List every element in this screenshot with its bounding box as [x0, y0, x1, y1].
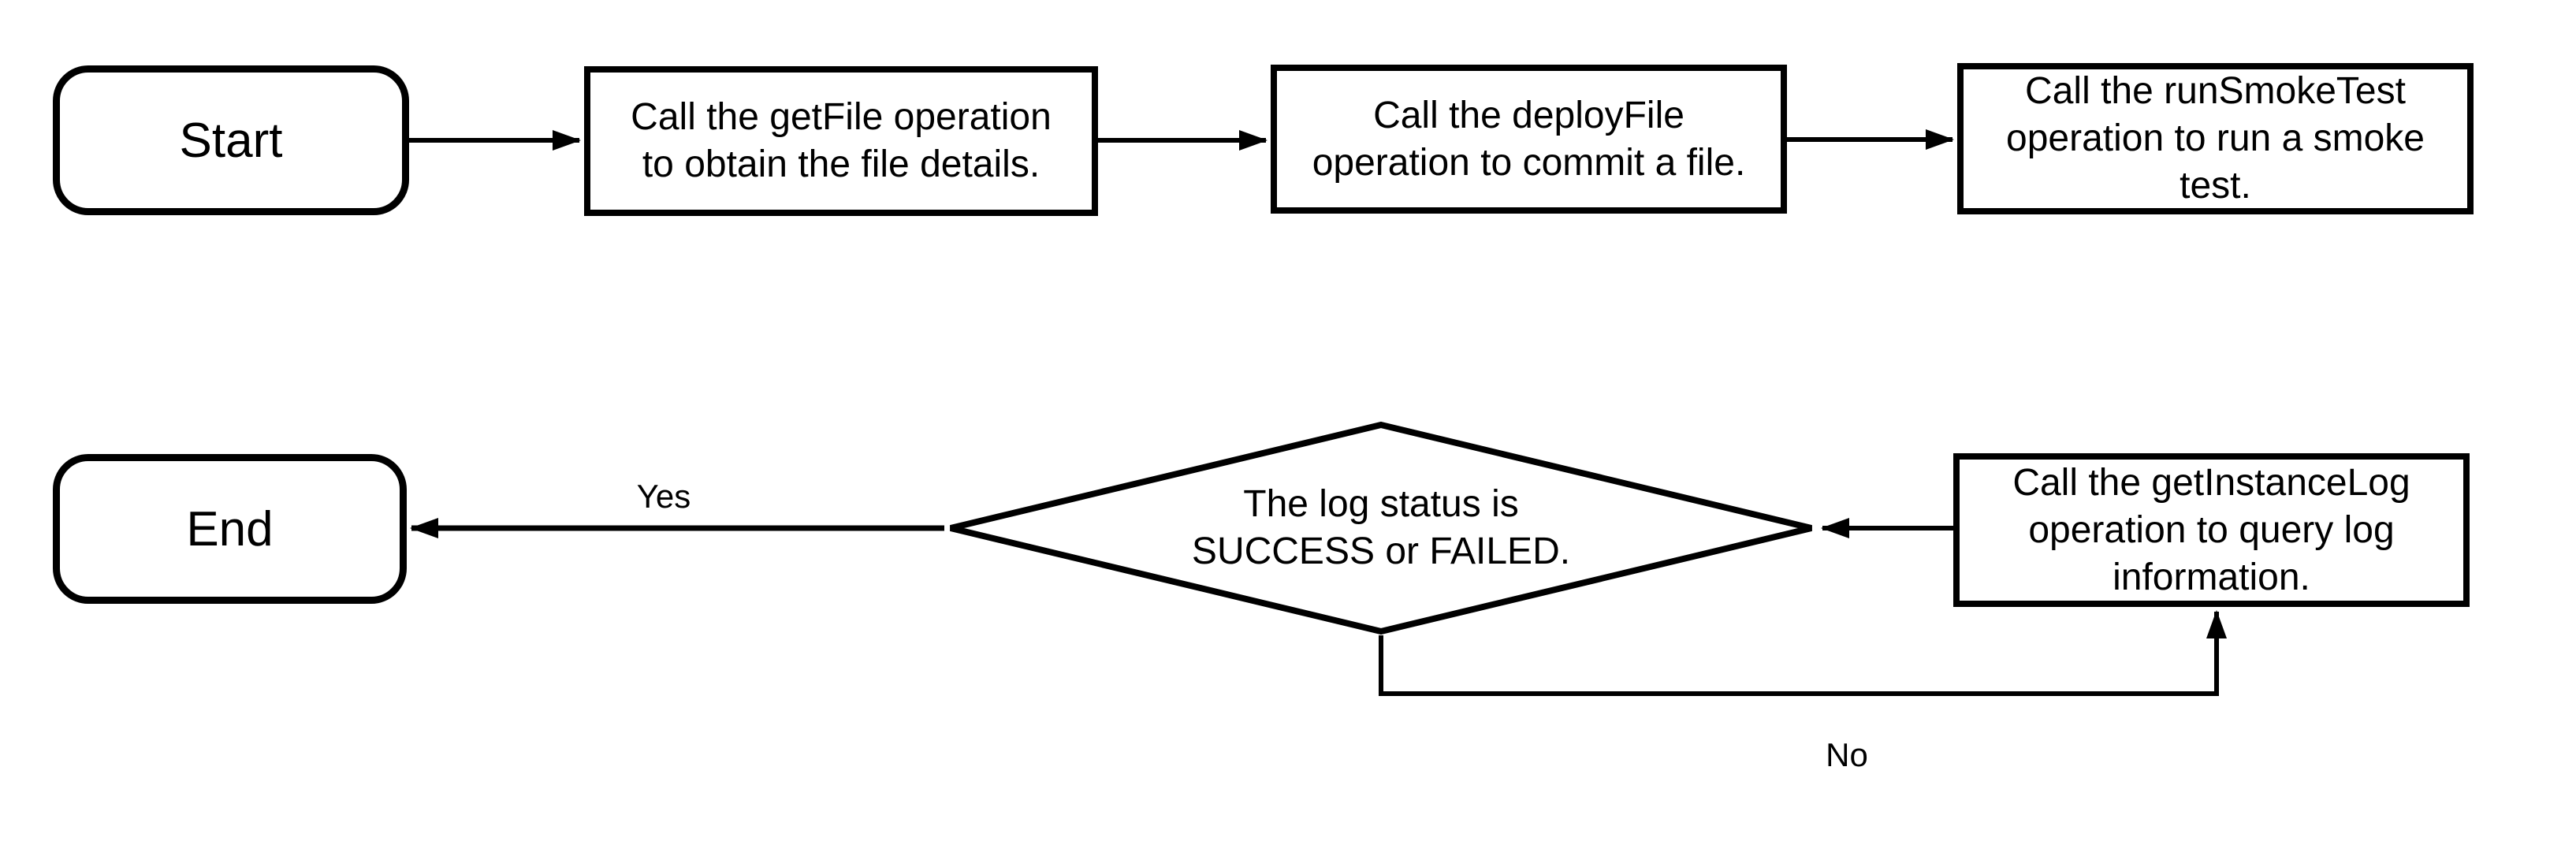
node-decision: The log status is SUCCESS or FAILED.: [944, 421, 1818, 635]
node-deploy-file: Call the deployFile operation to commit …: [1271, 65, 1787, 214]
node-get-instance-log: Call the getInstanceLog operation to que…: [1953, 453, 2470, 607]
edge-label-no: No: [1826, 736, 1868, 773]
node-get-file: Call the getFile operation to obtain the…: [584, 66, 1098, 216]
edge-label-yes: Yes: [636, 478, 691, 515]
node-run-smoke-test: Call the runSmokeTest operation to run a…: [1957, 63, 2474, 214]
node-get-instance-log-label: Call the getInstanceLog operation to que…: [2012, 461, 2410, 598]
edge-decision-to-get-instance-log-no: [1379, 610, 2227, 696]
node-get-file-label: Call the getFile operation to obtain the…: [631, 96, 1052, 185]
node-deploy-file-label: Call the deployFile operation to commit …: [1312, 94, 1746, 184]
node-end: End: [53, 454, 407, 604]
node-end-label: End: [186, 501, 274, 557]
node-start: Start: [53, 65, 409, 215]
node-run-smoke-test-label: Call the runSmokeTest operation to run a…: [2006, 70, 2425, 207]
decision-diamond-shape: [950, 421, 1812, 635]
node-start-label: Start: [179, 113, 283, 168]
node-decision-label: The log status is SUCCESS or FAILED.: [1191, 483, 1571, 572]
